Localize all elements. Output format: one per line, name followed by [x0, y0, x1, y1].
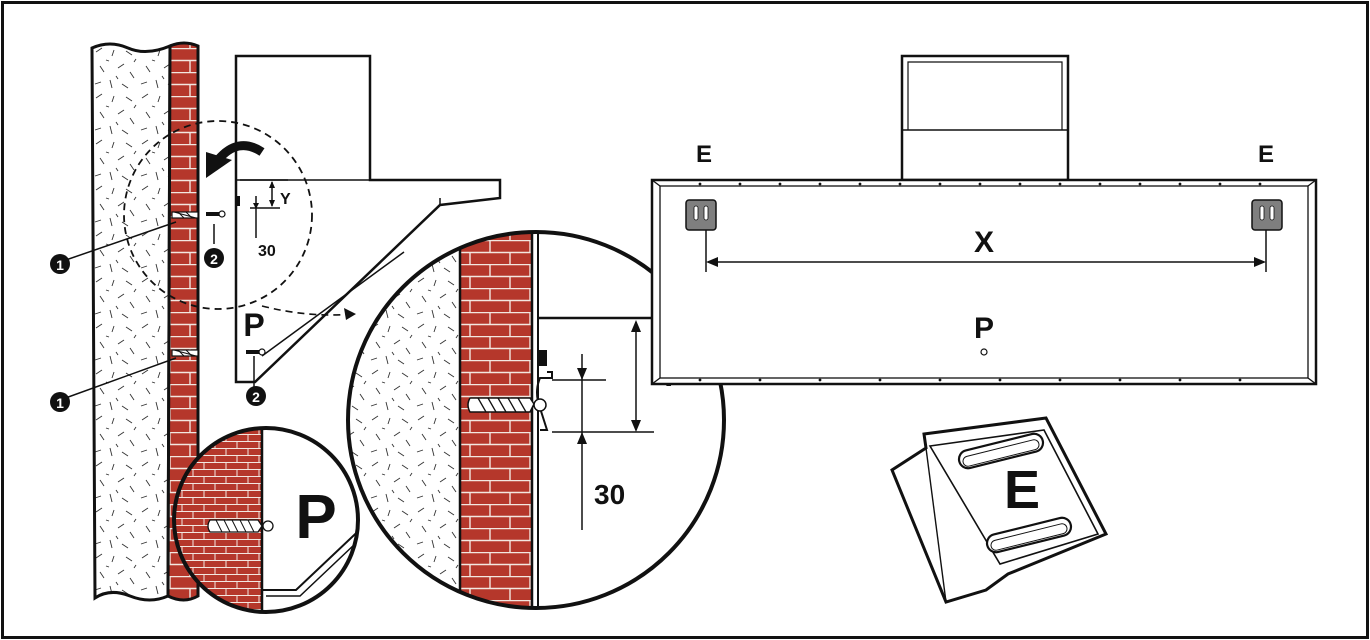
svg-text:1: 1 [56, 257, 64, 273]
hole-p [980, 348, 988, 356]
callout-2-upper [204, 248, 224, 268]
label-p-zoom: P [295, 483, 336, 552]
curved-arrow-icon [214, 141, 265, 164]
label-e-big: E [1004, 460, 1040, 520]
svg-text:2: 2 [252, 389, 260, 405]
detail-circle [123, 120, 313, 310]
svg-text:2: 2 [210, 251, 218, 267]
label-e-left: E [696, 141, 712, 168]
wall-plug-icon [467, 397, 547, 413]
screw-icon [246, 348, 266, 356]
detail-zoom-p: P [172, 426, 360, 614]
bracket-e-left [685, 199, 717, 231]
appliance-rear-view: X P E E [650, 54, 1318, 386]
bracket-e-enlarged: E [890, 416, 1109, 604]
wall-plug-icon [171, 349, 199, 357]
plaster-layer [90, 42, 172, 602]
callout-2-lower [246, 386, 266, 406]
wall-plug-icon [207, 519, 274, 533]
label-p-rear: P [974, 312, 994, 345]
label-x: X [974, 226, 994, 259]
callout-1-upper [50, 254, 70, 274]
svg-text:1: 1 [56, 395, 64, 411]
callout-1-lower [50, 392, 70, 412]
label-p-side: P [243, 307, 264, 343]
brick-layer [166, 41, 200, 602]
appliance-body [234, 54, 502, 384]
label-30-small: 30 [258, 243, 276, 260]
rivet-row [698, 182, 1262, 382]
screw-icon [206, 210, 226, 218]
wall-section [90, 41, 200, 602]
small-dimensions: Y 30 [240, 179, 291, 260]
detail-zoom-large: Y 30 [346, 230, 726, 610]
label-e-right: E [1258, 141, 1274, 168]
wall-plug-icon [171, 211, 199, 219]
bracket-e-right [1251, 199, 1283, 231]
label-30: 30 [594, 479, 625, 510]
label-y-small: Y [280, 191, 291, 208]
